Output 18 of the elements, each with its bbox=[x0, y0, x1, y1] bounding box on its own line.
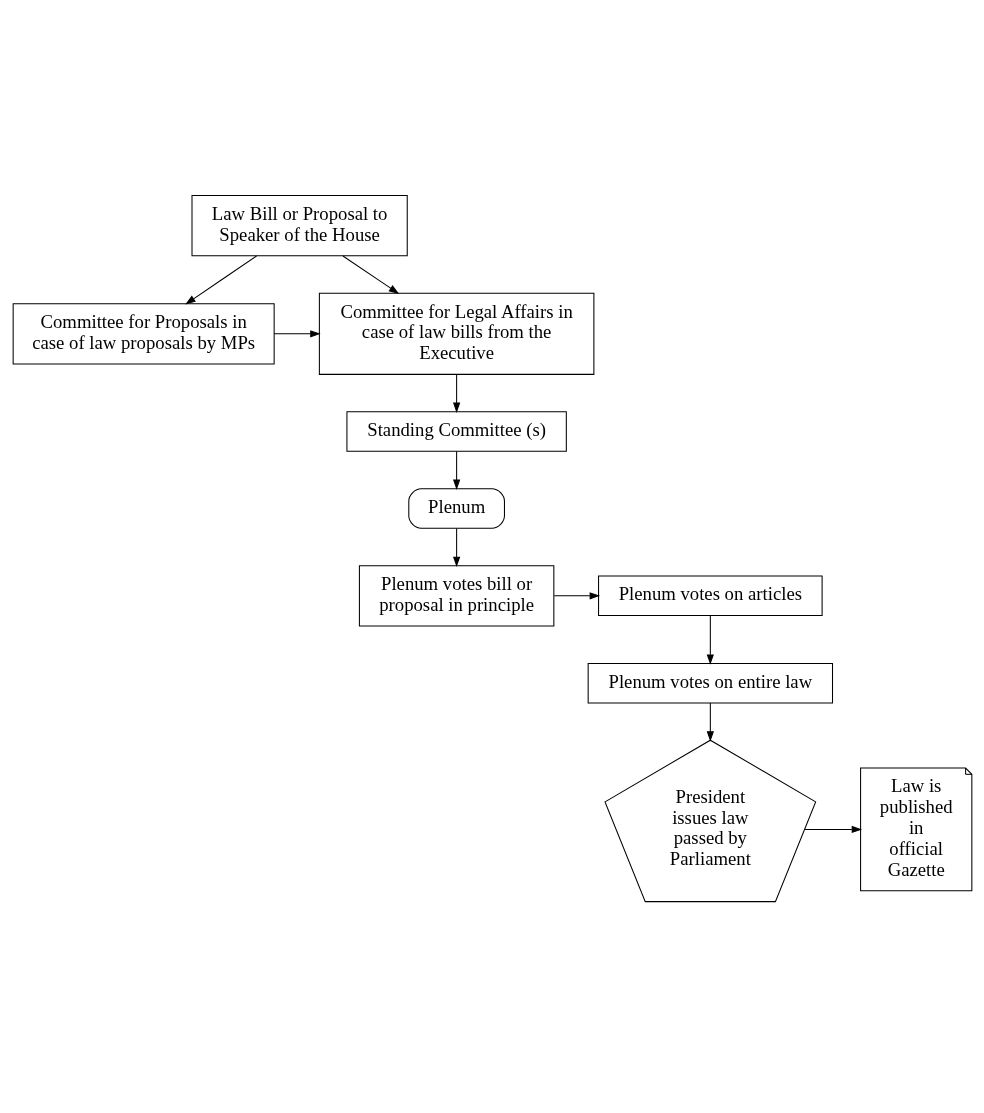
arrow bbox=[803, 825, 862, 833]
arrow bbox=[341, 254, 399, 294]
node-box: Law Bill or Proposal to Speaker of the House bbox=[191, 194, 408, 256]
arrow bbox=[452, 450, 460, 490]
arrow bbox=[706, 614, 714, 665]
node-box: Plenum bbox=[407, 487, 505, 529]
node-box: Committee for Proposals in case of law proposals by MPs bbox=[12, 302, 275, 364]
node-box: Plenum votes bill or proposal in principle bbox=[358, 564, 554, 626]
arrow bbox=[184, 254, 257, 304]
arrow bbox=[273, 329, 321, 337]
arrow bbox=[553, 591, 600, 599]
node-box: Standing Committee (s) bbox=[345, 410, 567, 452]
node-box: Plenum votes on articles bbox=[597, 575, 823, 616]
arrow bbox=[452, 527, 460, 567]
node-box: Plenum votes on entire law bbox=[587, 662, 833, 703]
arrow bbox=[706, 702, 714, 742]
node-box: Committee for Legal Affairs in case of law bills from the Executive bbox=[318, 292, 594, 375]
arrow bbox=[452, 373, 460, 413]
